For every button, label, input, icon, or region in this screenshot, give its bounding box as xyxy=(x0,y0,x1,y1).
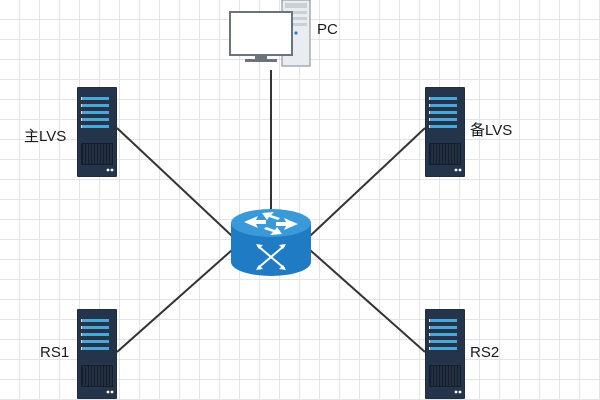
server-rack-icon xyxy=(425,308,465,400)
pc-label: PC xyxy=(317,21,338,38)
desktop-computer-icon xyxy=(229,0,311,67)
edge-rs1-router xyxy=(116,249,233,353)
server-rack-icon xyxy=(77,87,117,177)
edge-master-lvs-router xyxy=(116,127,233,237)
edge-rs2-router xyxy=(309,249,426,353)
rs1-label: RS1 xyxy=(40,344,70,361)
backup-lvs-label: 备LVS xyxy=(470,122,513,139)
router-icon xyxy=(231,209,311,276)
edge-backup-lvs-router xyxy=(309,127,426,237)
server-rack-icon xyxy=(425,87,465,177)
server-rack-icon xyxy=(77,308,117,400)
rs2-label: RS2 xyxy=(470,344,500,361)
connection-lines xyxy=(116,70,426,353)
master-lvs-label: 主LVS xyxy=(24,128,67,145)
